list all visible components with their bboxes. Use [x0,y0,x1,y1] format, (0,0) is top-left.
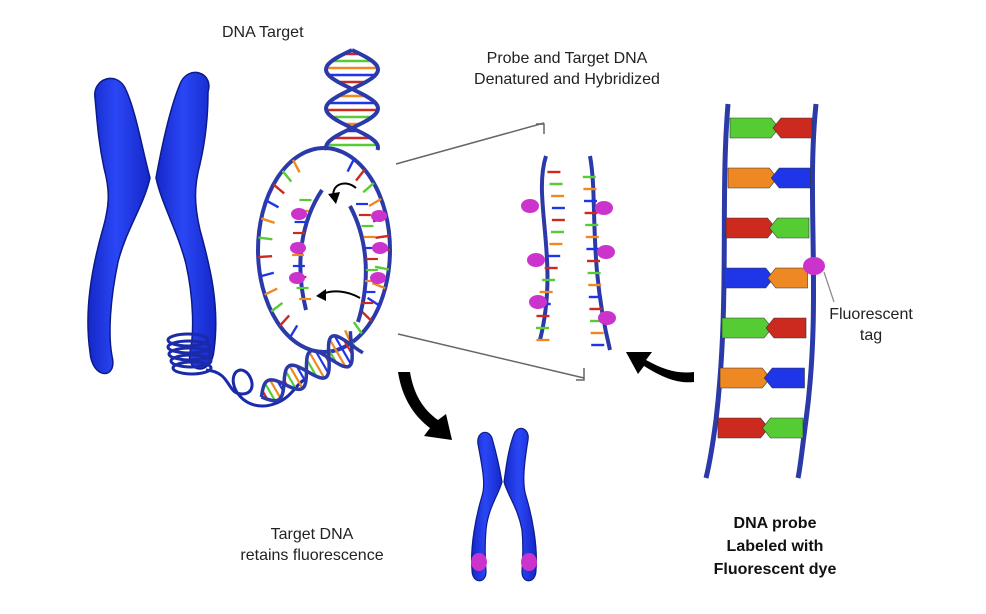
bottom-helix-base-pair [264,382,277,402]
bubble-base [360,310,373,322]
label-dna-probe-line-2: Labeled with [726,538,824,555]
probe-base-right [772,117,813,139]
bubble-base [258,254,273,259]
probe-base-left [721,317,773,339]
chromosome-right-arm [155,71,217,370]
label-target-dna-line-2: retains fluorescence [240,547,384,564]
curved-arrow-head-icon [328,192,340,204]
bottom-helix-base-pair [333,335,352,365]
label-probe-target-dna: Probe and Target DNA Denatured and Hybri… [452,48,682,90]
bottom-helix-base-pair [308,351,326,379]
bubble-base [260,217,275,224]
label-dna-probe-line-1: DNA probe [733,515,817,532]
bottom-helix-base-pair [314,350,330,374]
zoom-callout [395,122,585,381]
arrow-probe-to-hybrid-icon [626,352,694,383]
bottom-helix-strand-b [259,331,354,398]
small-chromosome-signal-right [521,553,537,571]
bubble-base [258,236,273,241]
probe-base-left [729,117,780,139]
bubble-base [291,159,301,173]
small-chromosome-signal-left [471,553,487,571]
fluorescent-tag-pointer [823,271,835,303]
label-probe-target-line-1: Probe and Target DNA [486,50,648,67]
bubble-base [278,314,291,327]
bubble-base [288,324,299,339]
label-target-dna: Target DNA retains fluorescence [222,524,402,566]
bottom-helix-base-pair [288,365,304,389]
bubble-inner-strand-right [348,205,368,323]
straight-arrow-head-icon [316,289,326,301]
chromatin-thread [205,368,305,408]
bottom-helix-base-pair [328,338,347,368]
top-helix-strand-a [323,48,381,151]
label-fluorescent-tag-line-2: tag [859,327,883,344]
probe-fluorescent-tag [803,257,825,275]
label-target-dna-line-1: Target DNA [270,526,354,543]
label-probe-target-line-2: Denatured and Hybridized [474,71,660,88]
arrow-down-to-small-chromosome-icon [398,372,452,440]
bubble-base [375,234,390,239]
probe-base-right [767,267,808,289]
label-dna-probe: DNA probe Labeled with Fluorescent dye [700,512,850,581]
probe-base-right [763,367,805,389]
bubble-base [264,287,278,296]
probe-base-right [762,417,804,439]
hybrid-fluorescent-tags [521,199,616,325]
process-arrows [398,352,694,440]
label-dna-target: DNA Target [222,24,304,41]
bubble-base [366,296,381,307]
top-helix-strand-b [323,48,381,151]
dna-helix-top [323,48,381,151]
bubble-base [352,321,363,335]
bubble-base [272,183,285,195]
bottom-helix-base-pair [305,359,318,377]
bubble-base [346,158,356,173]
probe-base-left [725,217,776,239]
dna-helix-bottom [259,331,364,403]
label-fluorescent-tag-line-1: Fluorescent [829,306,913,323]
probe-base-right [770,167,811,189]
probe-base-left [723,267,775,289]
label-dna-probe-line-3: Fluorescent dye [713,561,837,578]
probe-strand-left [703,103,731,479]
probe-strand-right [795,103,819,479]
probe-base-left [727,167,778,189]
label-fluorescent-tag: Fluorescent tag [816,304,926,346]
small-chromosome [471,427,537,582]
bubble-bases [258,158,390,344]
bubble-base [368,197,382,208]
bottom-helix-base-pair [295,365,307,383]
bubble-base [371,281,386,290]
large-chromosome [87,71,305,408]
bottom-helix-base-pair [284,370,298,390]
chromatin-coil [166,332,213,376]
probe-base-right [769,217,810,239]
bubble-base [270,302,284,313]
bottom-helix-base-pair [269,379,282,399]
denatured-dna-bubble [256,146,392,354]
bubble-base [355,168,366,182]
bubble-outer-strand [256,146,392,354]
bubble-base [265,199,280,209]
bubble-base [259,271,275,278]
probe-base-left [719,367,771,389]
probe-base-left [717,417,769,439]
probe-bases [717,117,813,439]
bubble-fluorescent-tags [289,208,388,284]
dna-probe-ladder [703,103,835,479]
bubble-base [281,169,293,183]
hybrid-strand-left [538,155,550,341]
chromosome-left-arm [87,77,151,375]
straight-arrow-icon [321,290,361,299]
bubble-base [374,265,390,271]
bubble-base [362,182,375,194]
bottom-helix-strand-a [260,334,364,403]
hybridized-dna [521,155,616,351]
probe-base-right [765,317,807,339]
